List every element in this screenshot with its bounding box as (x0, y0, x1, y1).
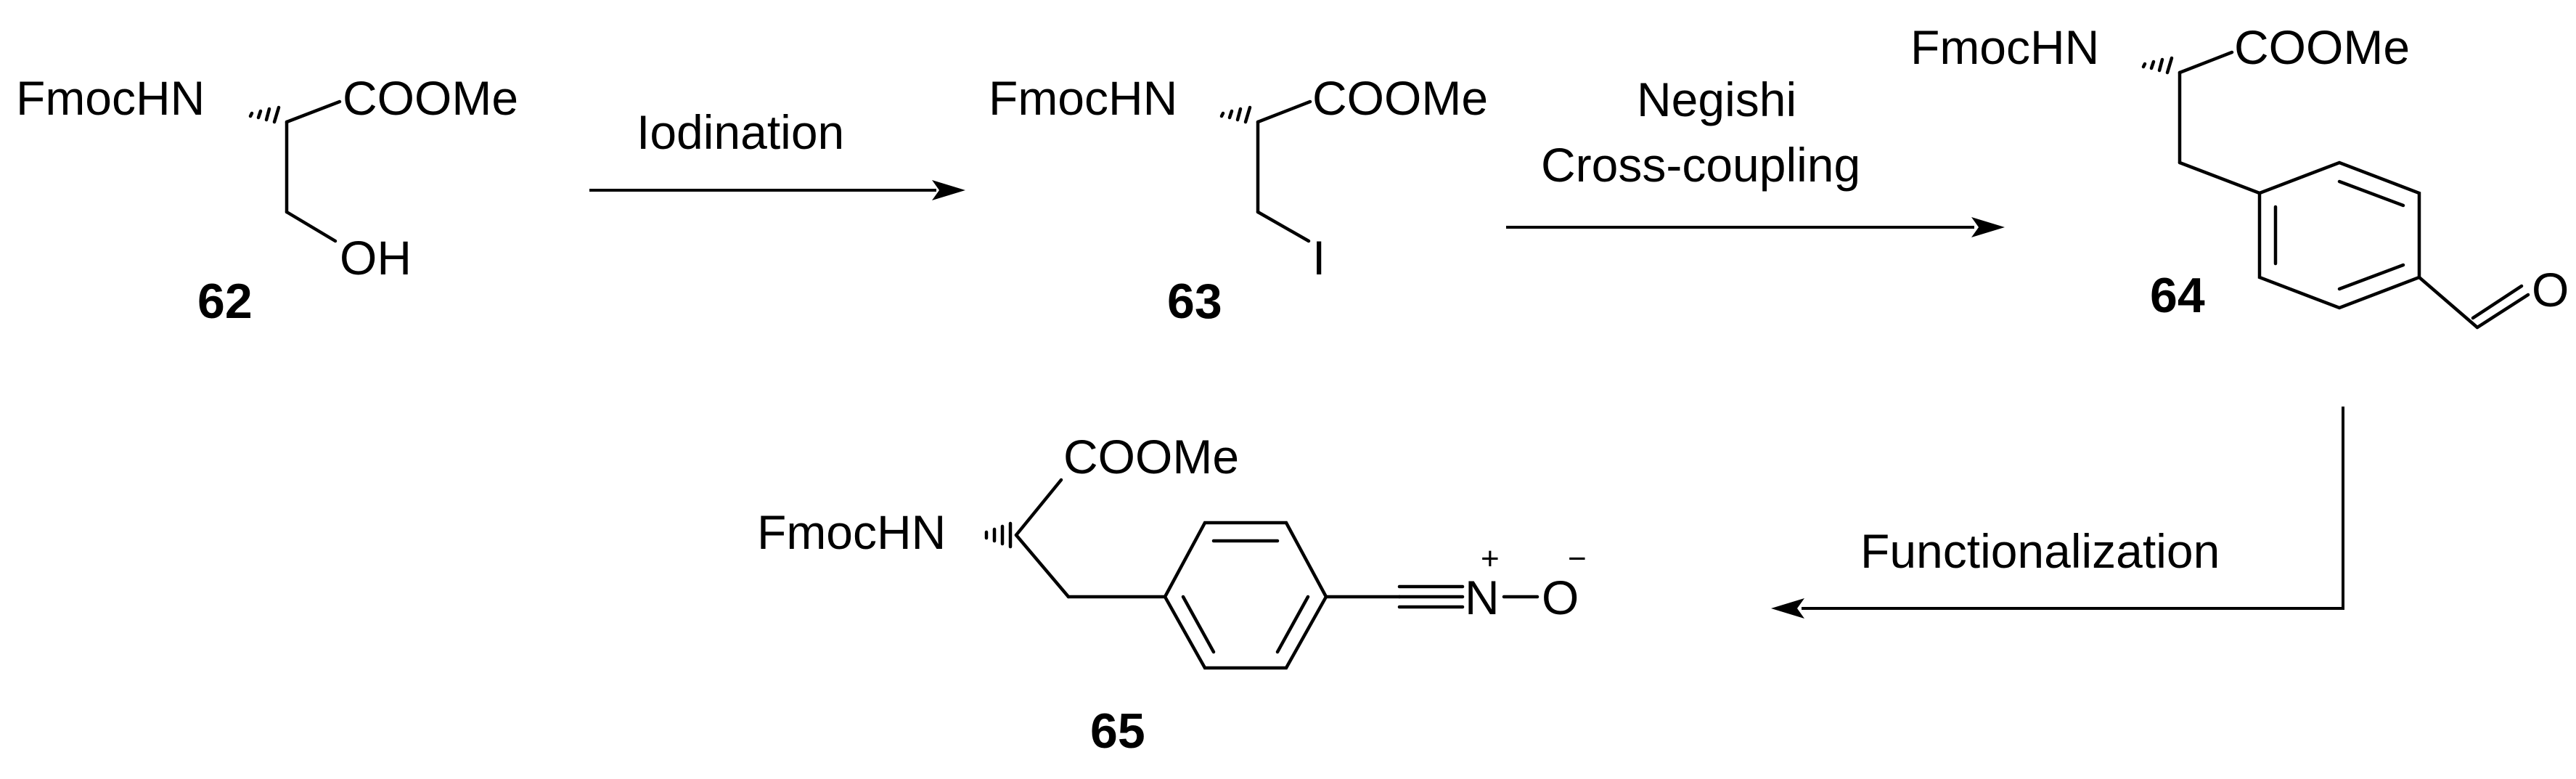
c62-ester-label: COOMe (343, 71, 518, 125)
arrow-1-label: Iodination (637, 105, 844, 159)
c64-bond-ester (2178, 50, 2234, 75)
c65-oxygen-label: O (1542, 571, 1579, 624)
c63-bond-ester (1256, 99, 1312, 124)
c65-hashed-wedge (984, 521, 1013, 549)
reaction-arrow-1 (589, 180, 965, 200)
c62-bond-ester (285, 99, 342, 124)
c63-ester-label: COOMe (1312, 71, 1488, 125)
c64-bond-beta-ring (2178, 160, 2262, 195)
arrow-3-label: Functionalization (1860, 524, 2220, 578)
c62-hashed-wedge (248, 105, 281, 124)
c62-bond-beta-o (285, 210, 338, 243)
c65-amine-label: FmocHN (757, 505, 946, 559)
compound-62: FmocHN COOMe OH 62 (16, 71, 518, 329)
c64-bond-ring-cho (2417, 275, 2479, 330)
c65-bond-ester (1014, 478, 1063, 537)
reaction-arrow-2 (1506, 217, 2005, 237)
c65-bond-alpha-beta (1014, 533, 1071, 599)
c63-hashed-wedge (1219, 105, 1252, 124)
c65-ester-label: COOMe (1063, 430, 1239, 484)
arrow-2-label-line2: Cross-coupling (1541, 138, 1860, 192)
c62-amine-label: FmocHN (16, 71, 205, 125)
c64-amine-label: FmocHN (1910, 20, 2099, 74)
c64-ester-label: COOMe (2234, 20, 2410, 74)
c65-oxygen-charge: − (1568, 541, 1587, 576)
c64-aldehyde-o-label: O (2532, 263, 2569, 317)
c63-amine-label: FmocHN (989, 71, 1177, 125)
compound-64: FmocHN COOMe O 64 (1910, 20, 2569, 330)
c63-bond-beta-i (1256, 210, 1311, 243)
c62-number: 62 (197, 274, 253, 329)
c64-number: 64 (2150, 268, 2205, 323)
c64-benzene-ring (2257, 160, 2421, 310)
compound-63: FmocHN COOMe I 63 (989, 71, 1488, 329)
compound-65: COOMe FmocHN N + O − 65 (757, 430, 1587, 759)
c62-oh-label: OH (340, 231, 412, 285)
c63-iodine-label: I (1312, 231, 1325, 285)
c65-number: 65 (1090, 703, 1145, 759)
c63-number: 63 (1167, 274, 1222, 329)
arrow-2-label-line1: Negishi (1637, 73, 1796, 126)
c65-benzene-ring (1163, 521, 1328, 670)
c65-nitrogen-label: N (1465, 571, 1500, 624)
c64-aldehyde-double-bond (2471, 284, 2530, 330)
c65-triple-bond (1397, 584, 1465, 609)
c64-hashed-wedge (2141, 56, 2174, 75)
reaction-arrow-3 (1771, 407, 2344, 619)
c65-nitrogen-charge: + (1481, 541, 1500, 576)
